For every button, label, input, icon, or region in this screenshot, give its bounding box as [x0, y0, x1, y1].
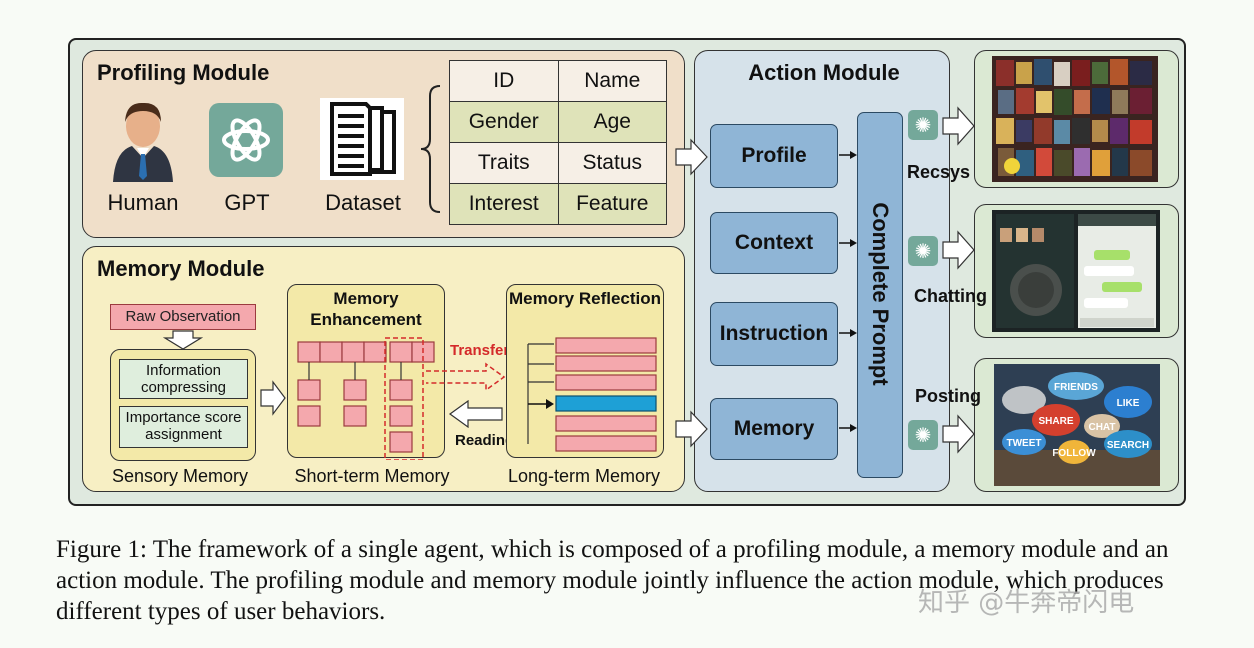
transfer-label: Transfer [450, 342, 510, 359]
chat-app-screenshot [992, 210, 1160, 332]
right-arrow-icon [260, 380, 286, 416]
person-icon [113, 102, 173, 182]
action-module-title: Action Module [748, 60, 900, 85]
memory-module-title: Memory Module [97, 256, 265, 281]
chatting-output-arrow-icon [942, 230, 975, 270]
bubble-like: LIKE [1117, 398, 1140, 409]
gpt-mini-icon: ✺ [908, 110, 938, 140]
down-arrow-icon [163, 330, 203, 350]
profiling-module-title: Profiling Module [97, 60, 270, 85]
dataset-label: Dataset [325, 190, 401, 215]
prompt-input-arrows-icon [839, 151, 857, 432]
memory-enhancement-blocks [297, 337, 435, 460]
memory-reflection-title: Memory Reflection [508, 289, 662, 308]
short-term-memory-box [287, 284, 445, 458]
document-stack-icon [320, 98, 404, 180]
action-instruction-box: Instruction [710, 302, 838, 366]
action-context-box: Context [710, 212, 838, 274]
short-term-memory-label: Short-term Memory [294, 466, 450, 486]
sensory-memory-label: Sensory Memory [111, 466, 249, 486]
attr-status: Status [557, 142, 667, 184]
gpt-mini-icon: ✺ [908, 420, 938, 450]
attr-name: Name [557, 60, 667, 102]
human-label: Human [107, 190, 179, 215]
figure-caption: Figure 1: The framework of a single agen… [56, 536, 1169, 625]
bubble-friends: FRIENDS [1054, 382, 1098, 393]
complete-prompt-box [857, 112, 903, 478]
bubble-search: SEARCH [1107, 440, 1149, 451]
recsys-label: Recsys [907, 162, 971, 182]
posting-output-arrow-icon [942, 414, 975, 454]
social-bubbles-image: FRIENDS LIKE SHARE TWEET CHAT SEARCH FOL… [994, 364, 1160, 486]
importance-score-box: Importance score assignment [119, 406, 248, 448]
attr-traits: Traits [449, 142, 559, 184]
recsys-output-arrow-icon [942, 106, 975, 146]
attr-id: ID [449, 60, 559, 102]
bubble-follow: FOLLOW [1052, 448, 1096, 459]
attr-interest: Interest [449, 183, 559, 225]
chatting-label: Chatting [914, 286, 987, 306]
reading-label: Reading [455, 432, 515, 449]
action-profile-box: Profile [710, 124, 838, 188]
information-compressing-box: Information compressing [119, 359, 248, 399]
gpt-label: GPT [224, 190, 270, 215]
gpt-mini-icon: ✺ [908, 236, 938, 266]
raw-observation-box: Raw Observation [110, 304, 256, 330]
attr-gender: Gender [449, 101, 559, 143]
posting-label: Posting [915, 386, 981, 406]
complete-prompt-label: Complete Prompt [868, 202, 893, 386]
transfer-arrow-icon [426, 362, 506, 392]
brace-icon [420, 85, 441, 213]
attr-feature: Feature [557, 183, 667, 225]
watermark: 知乎 @牛奔帝闪电 [918, 588, 1135, 618]
profile-input-arrow-icon [675, 138, 708, 176]
gpt-logo-icon [209, 103, 283, 177]
action-memory-box: Memory [710, 398, 838, 460]
reading-arrow-icon [448, 400, 503, 428]
attr-age: Age [557, 101, 667, 143]
movie-posters-collage [992, 56, 1158, 182]
memory-input-arrow-icon [675, 410, 708, 448]
profile-attribute-table: ID Name Gender Age Traits Status Interes… [449, 60, 667, 225]
memory-enhancement-title: Memory Enhancement [310, 289, 422, 329]
bubble-chat: CHAT [1088, 422, 1115, 433]
bubble-tweet: TWEET [1007, 438, 1042, 449]
memory-reflection-list [527, 337, 657, 452]
bubble-share: SHARE [1038, 416, 1073, 427]
long-term-memory-label: Long-term Memory [507, 466, 661, 486]
